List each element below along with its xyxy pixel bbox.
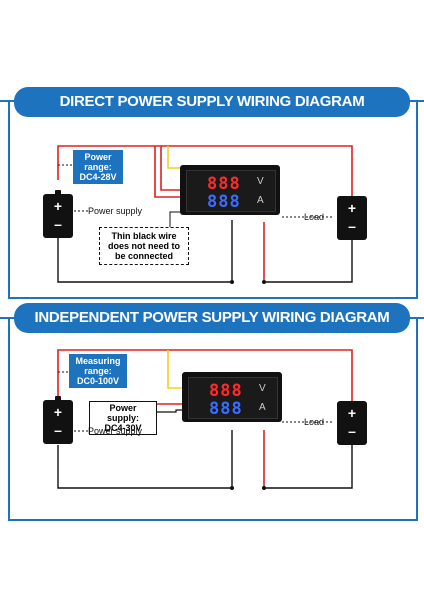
battery-terminal: [55, 190, 61, 196]
junction: [262, 486, 266, 490]
red-wire: [57, 349, 353, 402]
black-wire-ps: [155, 409, 182, 413]
junction: [262, 280, 266, 284]
load-minus: –: [348, 218, 356, 234]
black-wire-load: [264, 445, 353, 489]
volt-amp-meter: 888 888 V A: [180, 165, 280, 215]
battery-load: + –: [337, 401, 367, 445]
power-supply-label: Power supply: [88, 426, 143, 436]
unit-a: A: [257, 195, 264, 206]
junction: [230, 486, 234, 490]
power-supply-label: Power supply: [88, 206, 143, 216]
wiring-svg: [57, 349, 353, 490]
battery-minus: –: [54, 216, 62, 232]
measuring-range-label: Measuring range: DC0-100V: [69, 354, 127, 388]
volt-amp-meter: 888 888 V A: [182, 372, 282, 422]
yellow-wire: [167, 146, 180, 169]
unit-v: V: [257, 176, 264, 187]
unit-a: A: [259, 402, 266, 413]
thin-black-wire: [169, 211, 180, 230]
black-wire: [57, 430, 233, 489]
current-readout: 888: [209, 399, 243, 419]
panel-title: DIRECT POWER SUPPLY WIRING DIAGRAM: [14, 87, 410, 117]
load-label: Load: [304, 212, 325, 222]
red-wire-meter: [154, 146, 180, 198]
meter-display: 888 888 V A: [188, 377, 278, 419]
load-label: Load: [304, 417, 325, 427]
battery-source: + –: [43, 396, 73, 444]
panel-frame: [8, 102, 418, 299]
thin-wire-note: Thin black wire does not need to be conn…: [99, 227, 189, 265]
voltage-readout: 888: [207, 174, 241, 194]
power-supply-box: Power supply: DC4-30V: [89, 401, 157, 435]
voltage-readout: 888: [209, 381, 243, 401]
power-range-label: Power range: DC4-28V: [73, 150, 123, 184]
yellow-wire: [167, 350, 182, 389]
measuring-range-value: DC0-100V: [76, 376, 120, 386]
battery-minus: –: [54, 422, 62, 438]
red-wire: [57, 145, 353, 196]
battery-terminal: [55, 396, 61, 402]
unit-v: V: [259, 383, 266, 394]
power-range-title: Power range:: [84, 152, 112, 172]
panel-title: INDEPENDENT POWER SUPPLY WIRING DIAGRAM: [14, 303, 410, 333]
load-plus: +: [347, 405, 357, 421]
current-readout: 888: [207, 192, 241, 212]
red-wire-meter-2: [160, 146, 180, 191]
load-minus: –: [348, 423, 356, 439]
power-range-value: DC4-28V: [79, 172, 117, 182]
ps-box-value: DC4-30V: [104, 423, 142, 433]
battery-load: + –: [337, 196, 367, 240]
panel-frame: [8, 319, 418, 521]
ps-box-title: Power supply:: [106, 403, 139, 423]
battery-plus: +: [53, 404, 63, 420]
measuring-range-title: Measuring range:: [75, 356, 121, 376]
load-plus: +: [347, 200, 357, 216]
black-wire: [57, 220, 233, 283]
battery-plus: +: [53, 198, 63, 214]
direct-wiring-panel: DIRECT POWER SUPPLY WIRING DIAGRAM Power…: [0, 87, 424, 299]
battery-source: + –: [43, 190, 73, 238]
independent-wiring-panel: INDEPENDENT POWER SUPPLY WIRING DIAGRAM …: [0, 300, 424, 600]
meter-display: 888 888 V A: [186, 170, 276, 212]
wiring-svg: [57, 145, 353, 284]
black-wire-load: [264, 238, 353, 283]
junction: [230, 280, 234, 284]
